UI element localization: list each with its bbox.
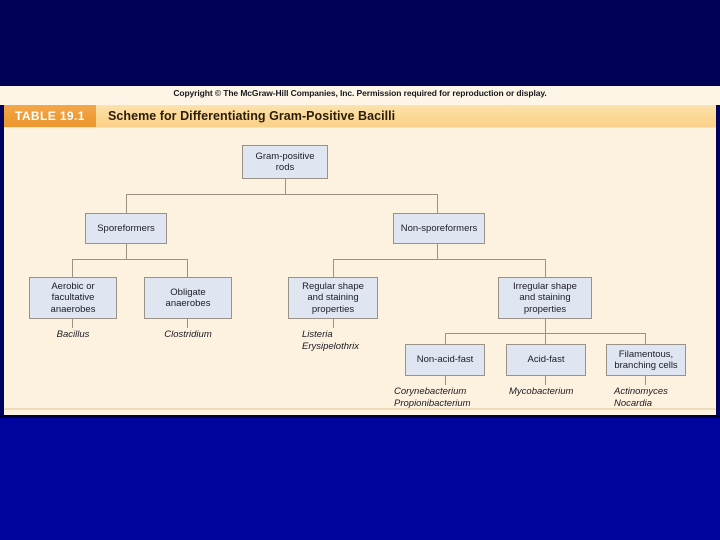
node-nonsporeformers: Non-sporeformers (393, 213, 485, 244)
connector-to-nonsporeformers (437, 194, 438, 213)
genus-bacillus: Bacillus (56, 329, 90, 340)
connector-to-obligate (187, 259, 188, 277)
table-title: Scheme for Differentiating Gram-Positive… (108, 109, 396, 123)
connector-nonsporeformers-down (437, 244, 438, 259)
connector-to-aerobic (72, 259, 73, 277)
node-acid-fast: Acid-fast (506, 344, 586, 376)
connector-level3-bus (445, 333, 645, 334)
connector-nonacidfast-to-genus (445, 376, 446, 385)
connector-level1-bus (126, 194, 438, 195)
connector-aerobic-to-genus (72, 319, 73, 328)
slide-bottom-background (0, 418, 720, 540)
connector-to-nonacidfast (445, 333, 446, 344)
genus-listeria-erysipelothrix: Listeria Erysipelothrix (302, 329, 360, 352)
table-header-band: TABLE 19.1 Scheme for Differentiating Gr… (4, 105, 716, 128)
connector-filamentous-to-genus (645, 376, 646, 385)
connector-obligate-to-genus (187, 319, 188, 328)
connector-to-sporeformers (126, 194, 127, 213)
node-gram-positive-rods: Gram-positive rods (242, 145, 328, 179)
copyright-notice: Copyright © The McGraw-Hill Companies, I… (173, 88, 547, 98)
node-regular-shape: Regular shape and staining properties (288, 277, 378, 319)
connector-to-regular (333, 259, 334, 277)
panel-bottom-rule (4, 408, 716, 410)
node-non-acid-fast: Non-acid-fast (405, 344, 485, 376)
node-sporeformers: Sporeformers (85, 213, 167, 244)
connector-regular-to-genus (333, 319, 334, 328)
node-aerobic-facultative-anaerobes: Aerobic or facultative anaerobes (29, 277, 117, 319)
genus-actinomyces-nocardia: Actinomyces Nocardia (614, 386, 668, 409)
genus-clostridium: Clostridium (164, 329, 212, 340)
node-irregular-shape: Irregular shape and staining properties (498, 277, 592, 319)
node-obligate-anaerobes: Obligate anaerobes (144, 277, 232, 319)
connector-irregular-down (545, 319, 546, 344)
connector-sporeformers-down (126, 244, 127, 259)
flowchart-diagram: Gram-positive rods Sporeformers Non-spor… (4, 127, 716, 415)
connector-to-irregular (545, 259, 546, 277)
genus-corynebacterium-propionibacterium: Corynebacterium Propionibacterium (394, 386, 471, 409)
copyright-strip (0, 86, 720, 105)
node-filamentous-branching-cells: Filamentous, branching cells (606, 344, 686, 376)
genus-mycobacterium: Mycobacterium (509, 386, 574, 397)
connector-to-filamentous (645, 333, 646, 344)
table-number-badge: TABLE 19.1 (4, 105, 96, 127)
connector-nonsporeformers-bus (333, 259, 546, 260)
connector-sporeformers-bus (72, 259, 187, 260)
table-panel: TABLE 19.1 Scheme for Differentiating Gr… (4, 105, 716, 415)
slide-top-background (0, 0, 720, 86)
connector-root-down (285, 179, 286, 194)
slide-bottom-edge (0, 415, 720, 418)
connector-acidfast-to-genus (545, 376, 546, 385)
